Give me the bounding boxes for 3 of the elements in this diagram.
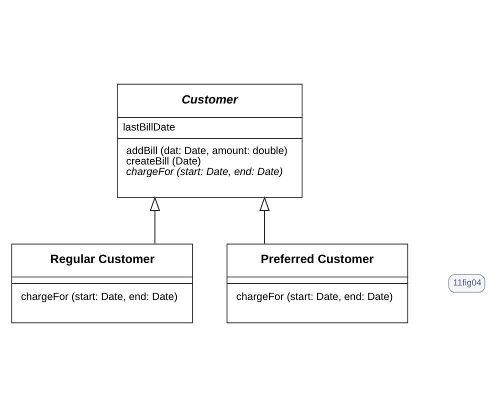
arrow	[259, 196, 270, 244]
arrow	[150, 196, 160, 244]
label: 11fig04	[453, 277, 482, 288]
